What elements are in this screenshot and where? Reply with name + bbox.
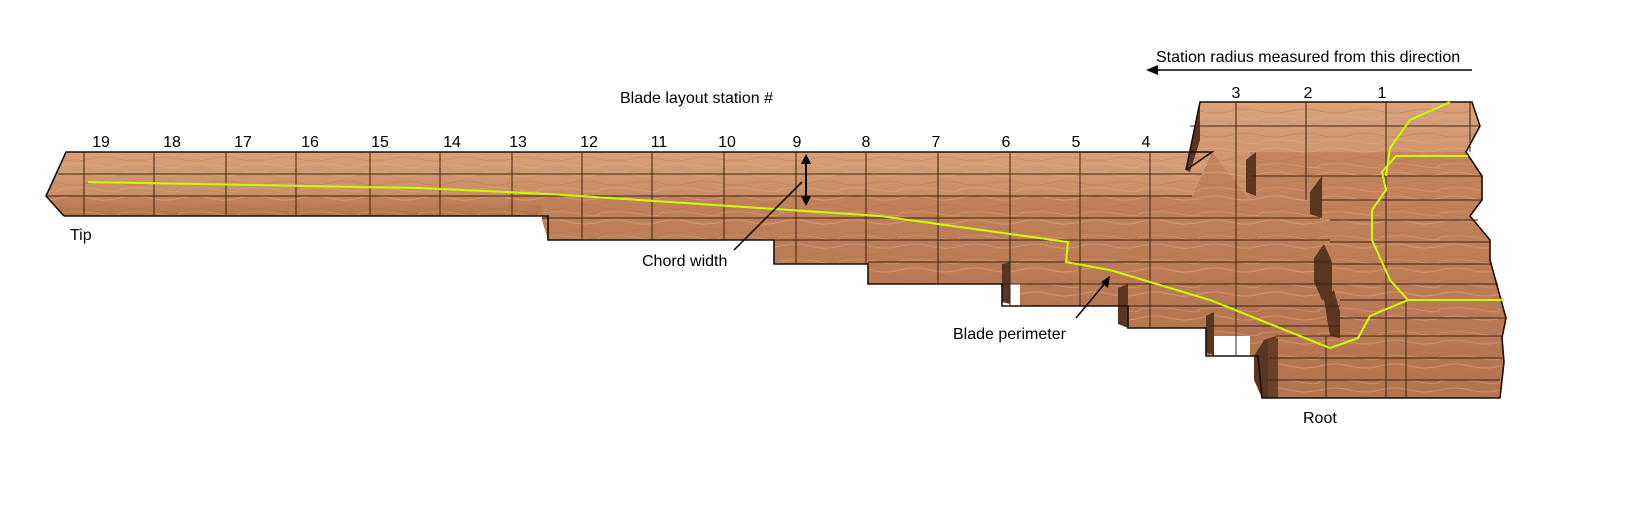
notch-shadow — [1002, 262, 1010, 304]
station-number: 11 — [651, 134, 668, 151]
notch-shadow — [1314, 244, 1332, 300]
direction-label: Station radius measured from this direct… — [1156, 49, 1460, 66]
chord-width-label: Chord width — [642, 253, 727, 270]
station-number: 14 — [443, 134, 461, 151]
station-numbers: 1 2 3 4 5 6 7 8 9 10 11 12 13 14 15 16 1… — [92, 85, 1386, 151]
station-number: 7 — [932, 134, 941, 151]
blade-perimeter-line — [87, 101, 1504, 350]
station-number: 3 — [1232, 85, 1241, 102]
tip-label: Tip — [70, 227, 92, 244]
notch-shadow — [1246, 152, 1256, 196]
station-number: 5 — [1072, 134, 1081, 151]
station-number: 10 — [718, 134, 736, 151]
pointer-arrow-icon — [733, 181, 803, 251]
station-number: 4 — [1142, 134, 1151, 151]
double-arrow-icon — [801, 154, 811, 206]
station-number: 13 — [509, 134, 527, 151]
station-number: 18 — [163, 134, 181, 151]
station-number: 17 — [234, 134, 252, 151]
station-number: 6 — [1002, 134, 1011, 151]
station-number: 19 — [92, 134, 110, 151]
notch-shadow — [1310, 176, 1322, 218]
blade-perimeter-label: Blade perimeter — [953, 326, 1067, 343]
station-number: 8 — [862, 134, 871, 151]
station-number: 1 — [1378, 85, 1387, 102]
arrow-left-icon — [1146, 65, 1472, 75]
station-number: 9 — [793, 134, 802, 151]
station-number: 12 — [580, 134, 598, 151]
stations-title: Blade layout station # — [620, 90, 773, 107]
notch-shadow — [1268, 338, 1278, 398]
root-label: Root — [1303, 410, 1337, 427]
station-number: 16 — [301, 134, 319, 151]
blade-blank-body — [46, 102, 1506, 398]
station-number: 2 — [1304, 85, 1313, 102]
pointer-arrow-icon — [1075, 276, 1110, 319]
blade-blank-outline — [45, 101, 1507, 399]
station-number: 15 — [371, 134, 389, 151]
notch-shadow — [1206, 312, 1214, 356]
